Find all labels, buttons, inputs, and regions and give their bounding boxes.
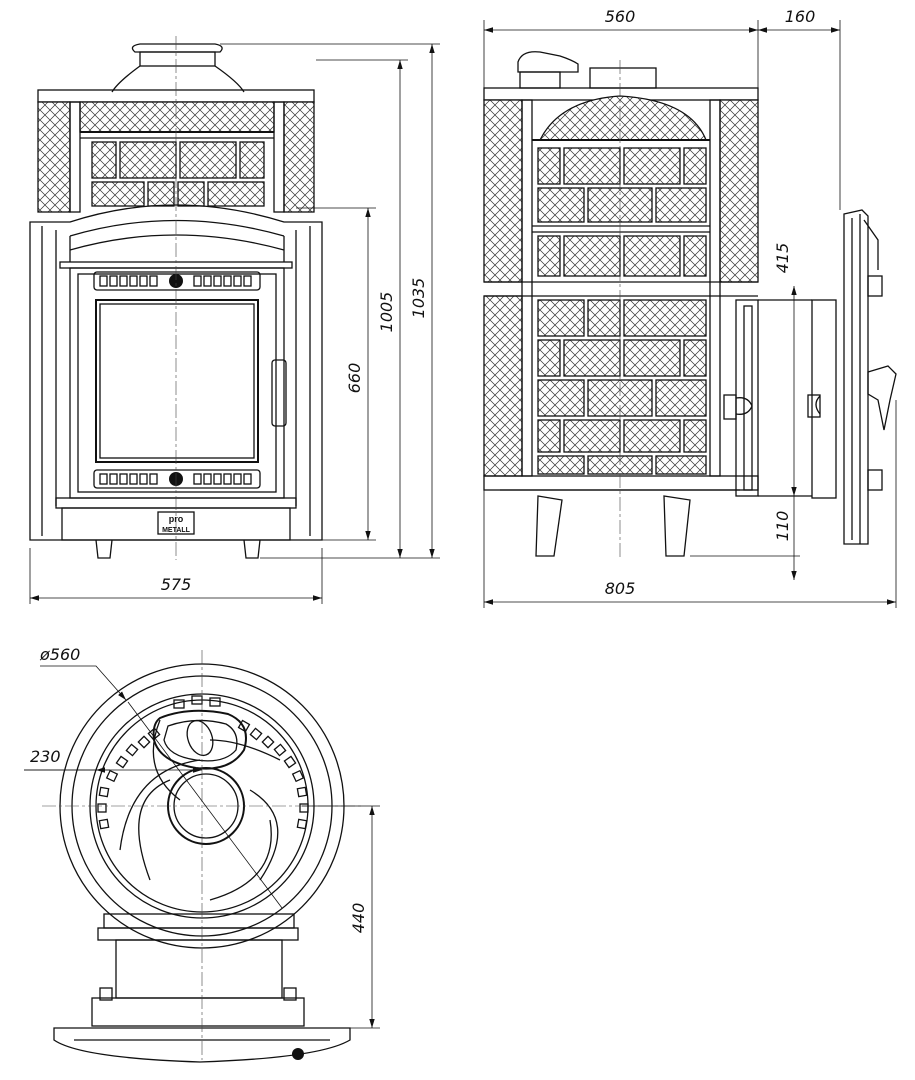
- dim-1005: 1005: [377, 292, 396, 333]
- dim-415: 415: [773, 243, 792, 274]
- front-door: [69, 267, 285, 499]
- front-bricks: [91, 141, 265, 207]
- front-insulation-right: [283, 101, 315, 213]
- dim-805: 805: [605, 579, 636, 598]
- front-vent-bottom: [93, 469, 261, 489]
- dim-230: 230: [30, 747, 61, 766]
- side-door-leaf: [843, 209, 869, 545]
- front-view: pro METALL 575 1035 1005 660: [29, 36, 440, 604]
- front-vent-top: [93, 271, 261, 291]
- top-vent-ring: [97, 695, 309, 830]
- side-bricks: [537, 147, 707, 475]
- front-insulation-left: [37, 101, 71, 213]
- dim-1035: 1035: [409, 278, 428, 319]
- dim-110: 110: [773, 511, 792, 542]
- top-view: ø560 230 440: [24, 645, 380, 1063]
- dim-diameter: ø560: [39, 645, 80, 664]
- svg-text:METALL: METALL: [162, 527, 191, 534]
- front-door-glass: [95, 299, 259, 463]
- side-view: 560 160 805 415 110: [483, 7, 897, 608]
- door-handle: [271, 359, 287, 427]
- top-door-plate: [53, 1027, 351, 1063]
- dim-440: 440: [349, 903, 368, 934]
- dim-660: 660: [345, 363, 364, 394]
- dim-160: 160: [785, 7, 816, 26]
- dim-575: 575: [161, 575, 192, 594]
- dim-560: 560: [605, 7, 636, 26]
